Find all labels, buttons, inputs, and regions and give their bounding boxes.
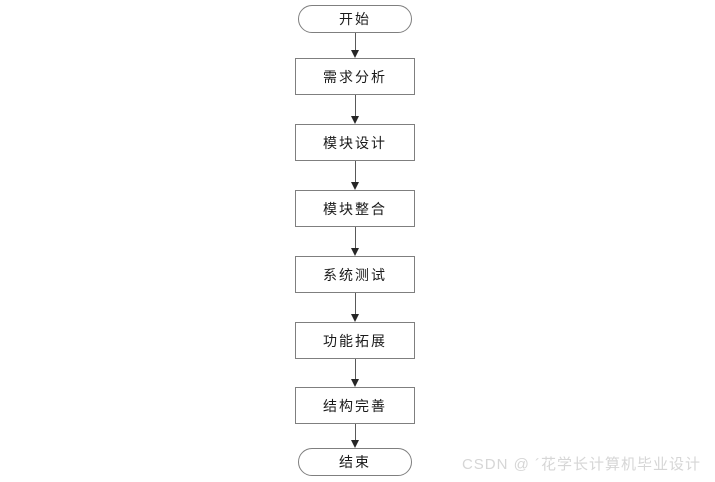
flow-arrow-testing-to-expansion — [350, 293, 360, 322]
flow-node-label: 模块整合 — [323, 200, 387, 217]
arrow-line — [354, 95, 356, 116]
arrow-line — [354, 227, 356, 248]
flow-node-label: 结束 — [339, 454, 371, 470]
arrow-head-icon — [351, 182, 359, 190]
arrow-head-icon — [351, 116, 359, 124]
arrow-line — [354, 359, 356, 379]
flow-node-label: 结构完善 — [323, 397, 387, 414]
arrow-head-icon — [351, 50, 359, 58]
flow-node-module-integration[interactable]: 模块整合 — [295, 190, 415, 227]
flow-node-structure-improvement[interactable]: 结构完善 — [295, 387, 415, 424]
flow-node-label: 开始 — [339, 11, 371, 27]
flow-node-label: 功能拓展 — [323, 332, 387, 349]
flow-node-end[interactable]: 结束 — [298, 448, 412, 476]
flow-arrow-design-to-integration — [350, 161, 360, 190]
flow-node-module-design[interactable]: 模块设计 — [295, 124, 415, 161]
flow-arrow-expansion-to-improvement — [350, 359, 360, 387]
flow-arrow-integration-to-testing — [350, 227, 360, 256]
flow-arrow-improvement-to-end — [350, 424, 360, 448]
arrow-head-icon — [351, 314, 359, 322]
arrow-line — [354, 424, 356, 440]
flow-node-label: 模块设计 — [323, 134, 387, 151]
arrow-head-icon — [351, 440, 359, 448]
arrow-head-icon — [351, 248, 359, 256]
flow-arrow-requirements-to-design — [350, 95, 360, 124]
flow-node-system-testing[interactable]: 系统测试 — [295, 256, 415, 293]
flow-node-label: 需求分析 — [323, 68, 387, 85]
flow-arrow-start-to-requirements — [350, 33, 360, 58]
flow-node-label: 系统测试 — [323, 266, 387, 283]
arrow-head-icon — [351, 379, 359, 387]
arrow-line — [354, 293, 356, 314]
arrow-line — [354, 161, 356, 182]
flow-node-function-expansion[interactable]: 功能拓展 — [295, 322, 415, 359]
csdn-watermark: CSDN @ ´花学长计算机毕业设计 — [461, 456, 701, 473]
flow-node-requirements-analysis[interactable]: 需求分析 — [295, 58, 415, 95]
flow-node-start[interactable]: 开始 — [298, 5, 412, 33]
arrow-line — [354, 33, 356, 50]
